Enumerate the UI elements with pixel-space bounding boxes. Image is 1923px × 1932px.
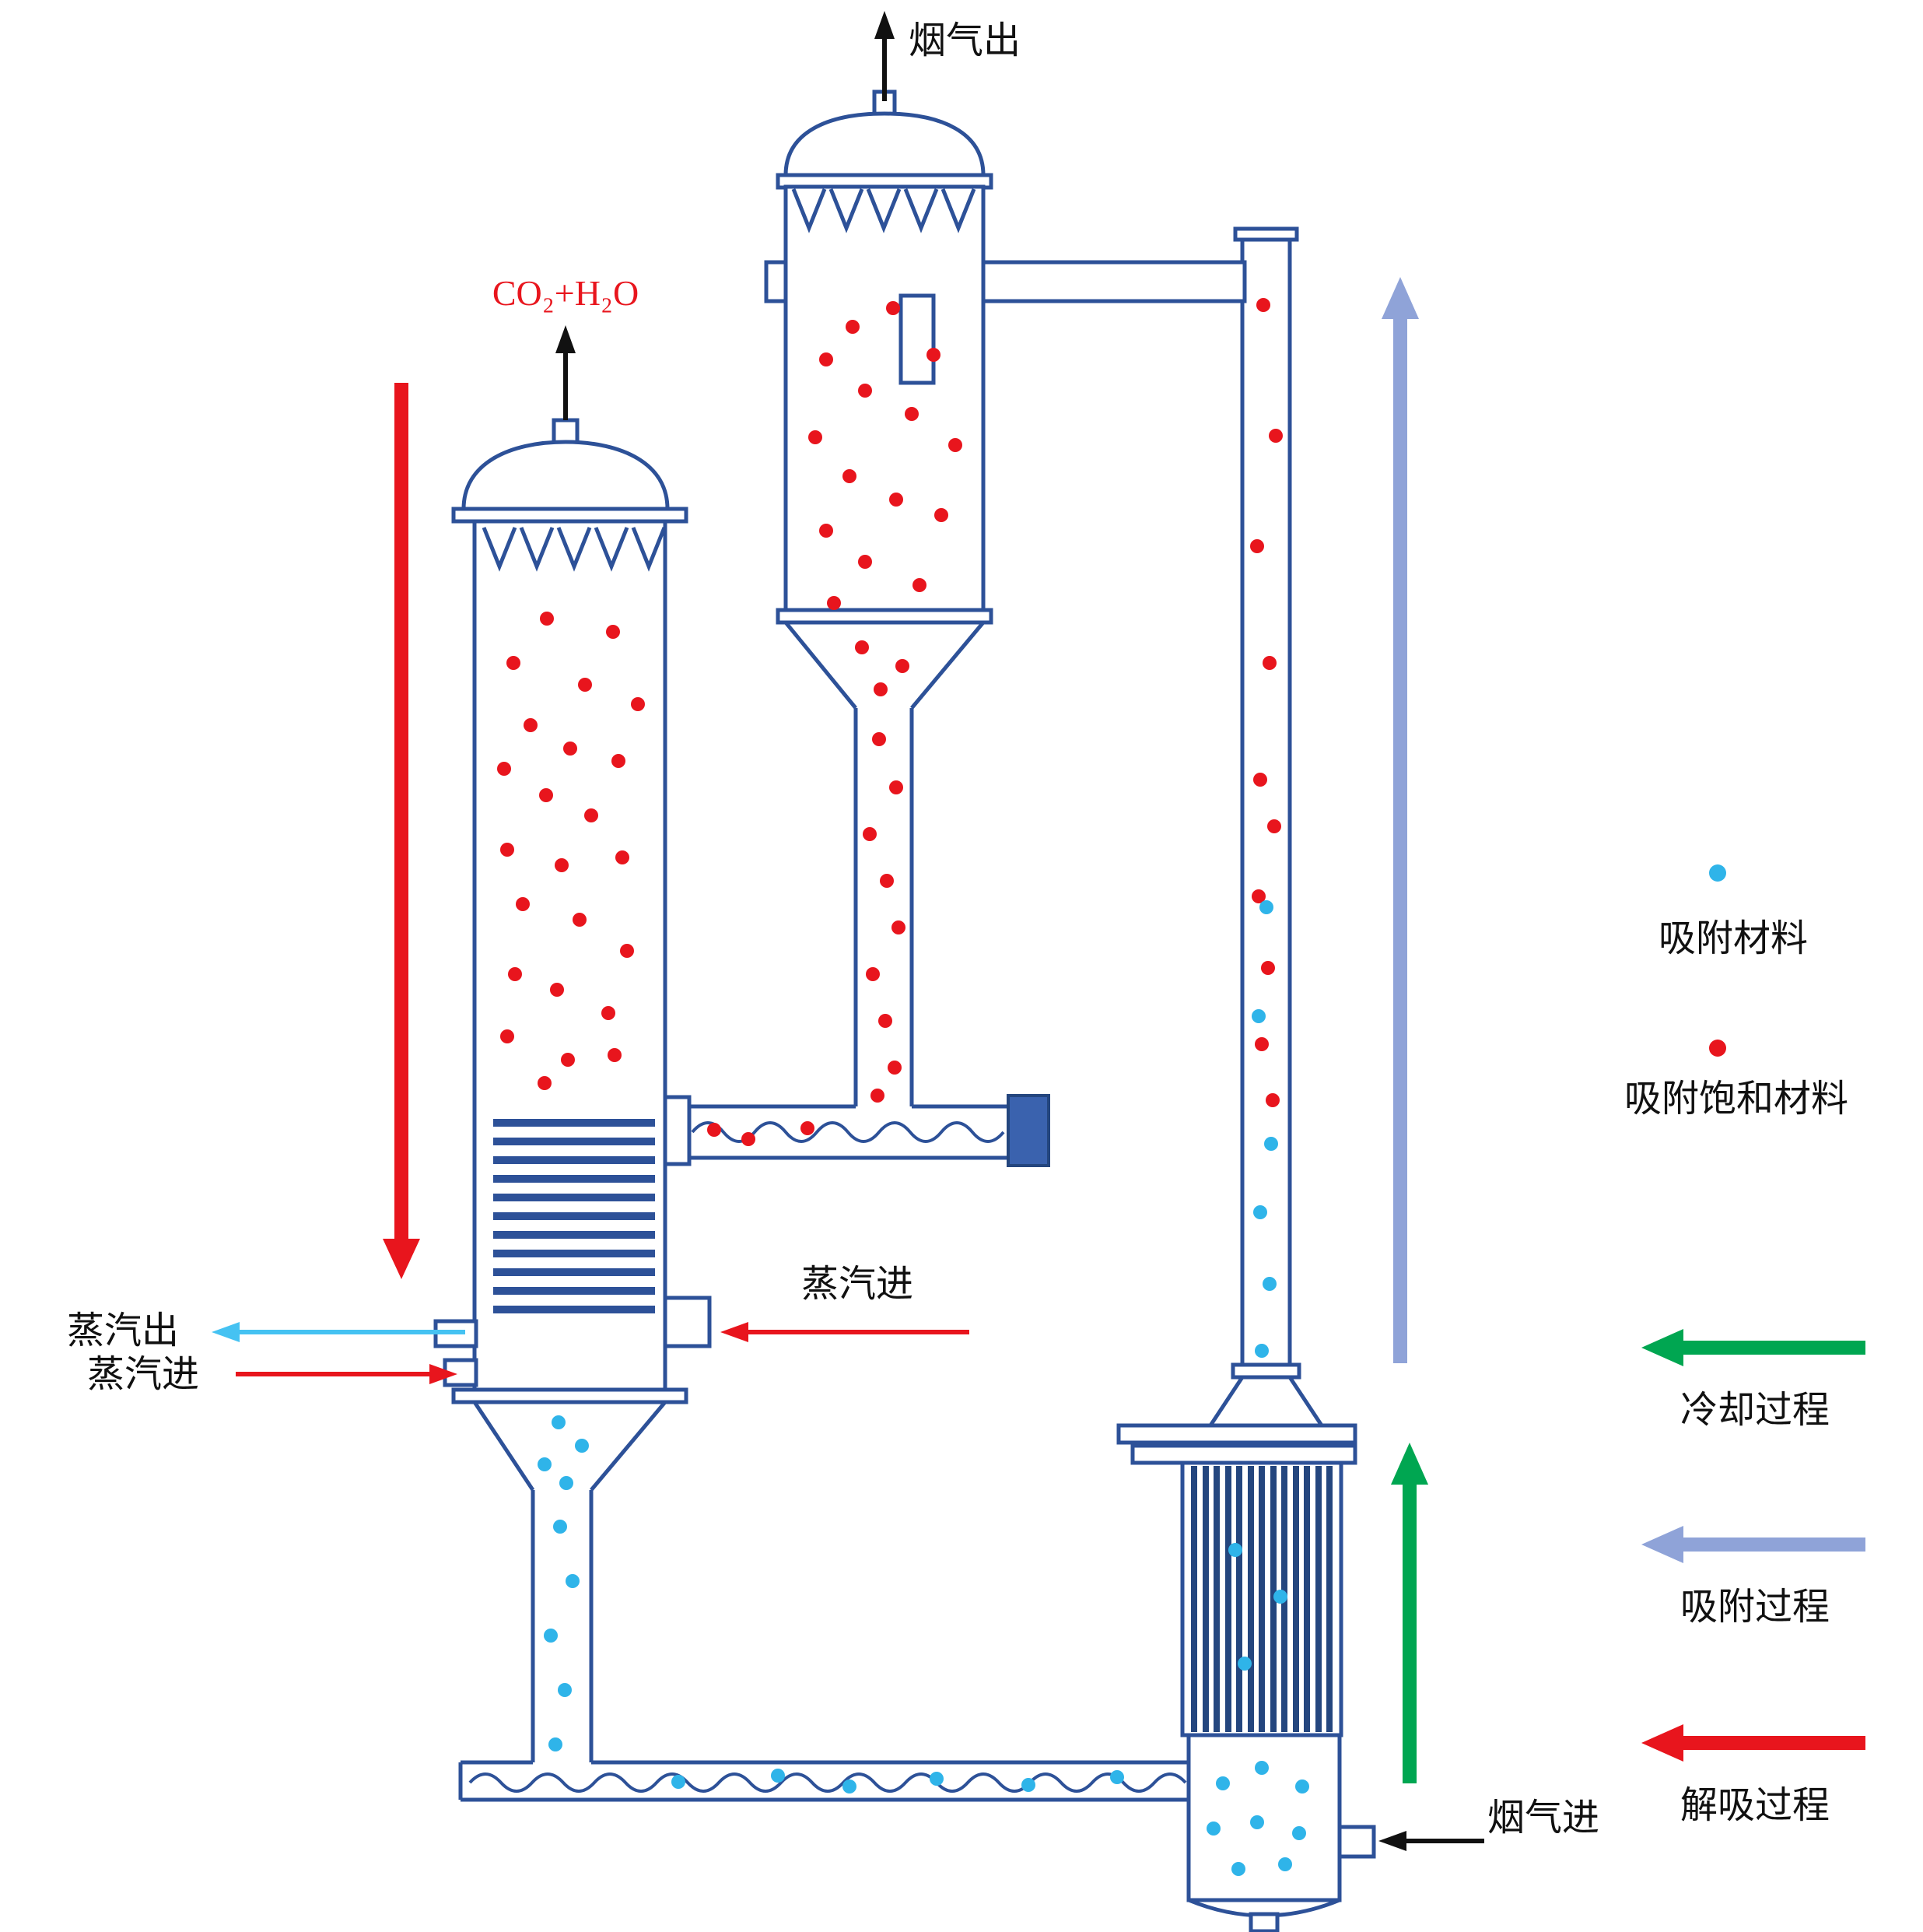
legend-saturated-label: 吸附饱和材料 xyxy=(1624,1078,1848,1120)
riser-pipe xyxy=(1231,226,1301,1380)
heater-fins xyxy=(493,1119,655,1313)
cooler-tube-sheet-upper xyxy=(1116,1423,1357,1445)
cooler-unit xyxy=(1116,1376,1357,1737)
riser-to-cooler-transition xyxy=(1208,1376,1324,1427)
legend-saturated-dot-icon xyxy=(1709,1040,1726,1057)
steam-in-left-label: 蒸汽进 xyxy=(87,1354,199,1395)
adsorber-distributor-spikes xyxy=(791,188,976,233)
adsorber-body xyxy=(783,184,986,617)
steam-in-arrow-middle xyxy=(720,1322,969,1342)
legend-adsorbent-dot-icon xyxy=(1709,864,1726,882)
steam-out-arrow xyxy=(212,1322,465,1342)
steam-in-arrow-left xyxy=(236,1364,457,1384)
lower-screw-conveyor xyxy=(458,1760,1189,1802)
desorber-cone xyxy=(472,1401,667,1492)
legend: 吸附材料 吸附饱和材料 冷却过程 吸附过程 解吸过程 xyxy=(1624,864,1865,1826)
saturated-material-dots-adsorber xyxy=(808,301,962,1103)
riser-bottom-flange xyxy=(1231,1362,1301,1380)
lower-conveyor-shell xyxy=(458,1760,1189,1802)
flue-gas-in-label: 烟气进 xyxy=(1487,1797,1599,1839)
flue-gas-out-arrow xyxy=(874,11,895,101)
conveyor-motor xyxy=(1007,1094,1050,1167)
conveyor-left-flange xyxy=(661,1095,692,1166)
desorber-bottom-flange xyxy=(451,1387,688,1404)
co2-out-arrow xyxy=(555,325,576,420)
vessel-body xyxy=(1186,1733,1342,1902)
co2-h2o-label: CO₂+H₂O xyxy=(492,273,639,313)
cooling-direction-arrow xyxy=(1391,1443,1428,1783)
flue-gas-in-nozzle xyxy=(1337,1825,1376,1859)
steam-out-label: 蒸汽出 xyxy=(67,1310,179,1352)
legend-desorption-label: 解吸过程 xyxy=(1680,1785,1830,1826)
steam-in-middle-label: 蒸汽进 xyxy=(801,1264,913,1305)
riser-walls xyxy=(1240,240,1292,1365)
steam-in-nozzle-right xyxy=(663,1296,712,1348)
desorption-direction-arrow xyxy=(383,383,420,1279)
cooler-tube-sheet-lower xyxy=(1130,1443,1357,1465)
riser-top-cap xyxy=(1233,226,1299,242)
adsorber-cone xyxy=(784,621,985,710)
adsorber-bottom-flange xyxy=(776,608,993,625)
legend-adsorption-label: 吸附过程 xyxy=(1680,1587,1830,1628)
upper-screw-conveyor xyxy=(661,1094,1050,1167)
legend-cooling-label: 冷却过程 xyxy=(1680,1390,1830,1431)
legend-adsorption-arrow-icon xyxy=(1641,1526,1865,1563)
legend-adsorbent-label: 吸附材料 xyxy=(1659,918,1808,959)
desorber-dome xyxy=(461,440,670,511)
adsorber-internal-pipe xyxy=(898,293,936,385)
desorber-downpipe xyxy=(531,1490,594,1762)
cooler-tubes xyxy=(1191,1466,1333,1732)
adsorbent-dots-desorber-outlet xyxy=(538,1415,589,1751)
flue-gas-out-label: 烟气出 xyxy=(909,20,1021,61)
screw-flight xyxy=(691,1121,1005,1143)
desorber-body xyxy=(472,519,667,1392)
legend-cooling-arrow-icon xyxy=(1641,1329,1865,1366)
flue-gas-vessel xyxy=(1186,1733,1376,1932)
desorber-distributor-spikes xyxy=(482,527,667,572)
conveyor-shell xyxy=(688,1104,1010,1160)
adsorber-dome xyxy=(783,111,986,177)
lower-screw-flight xyxy=(468,1772,1187,1793)
vessel-bottom-nozzle xyxy=(1249,1912,1280,1932)
legend-desorption-arrow-icon xyxy=(1641,1724,1865,1762)
adsorption-direction-arrow xyxy=(1382,277,1419,1363)
material-dots-riser xyxy=(1250,298,1283,1358)
desorber-column xyxy=(433,418,712,1762)
adsorber-downpipe xyxy=(853,708,914,1106)
flue-gas-in-arrow xyxy=(1378,1831,1484,1851)
adsorber-column xyxy=(776,89,993,1106)
saturated-material-dots-desorber xyxy=(497,612,645,1090)
